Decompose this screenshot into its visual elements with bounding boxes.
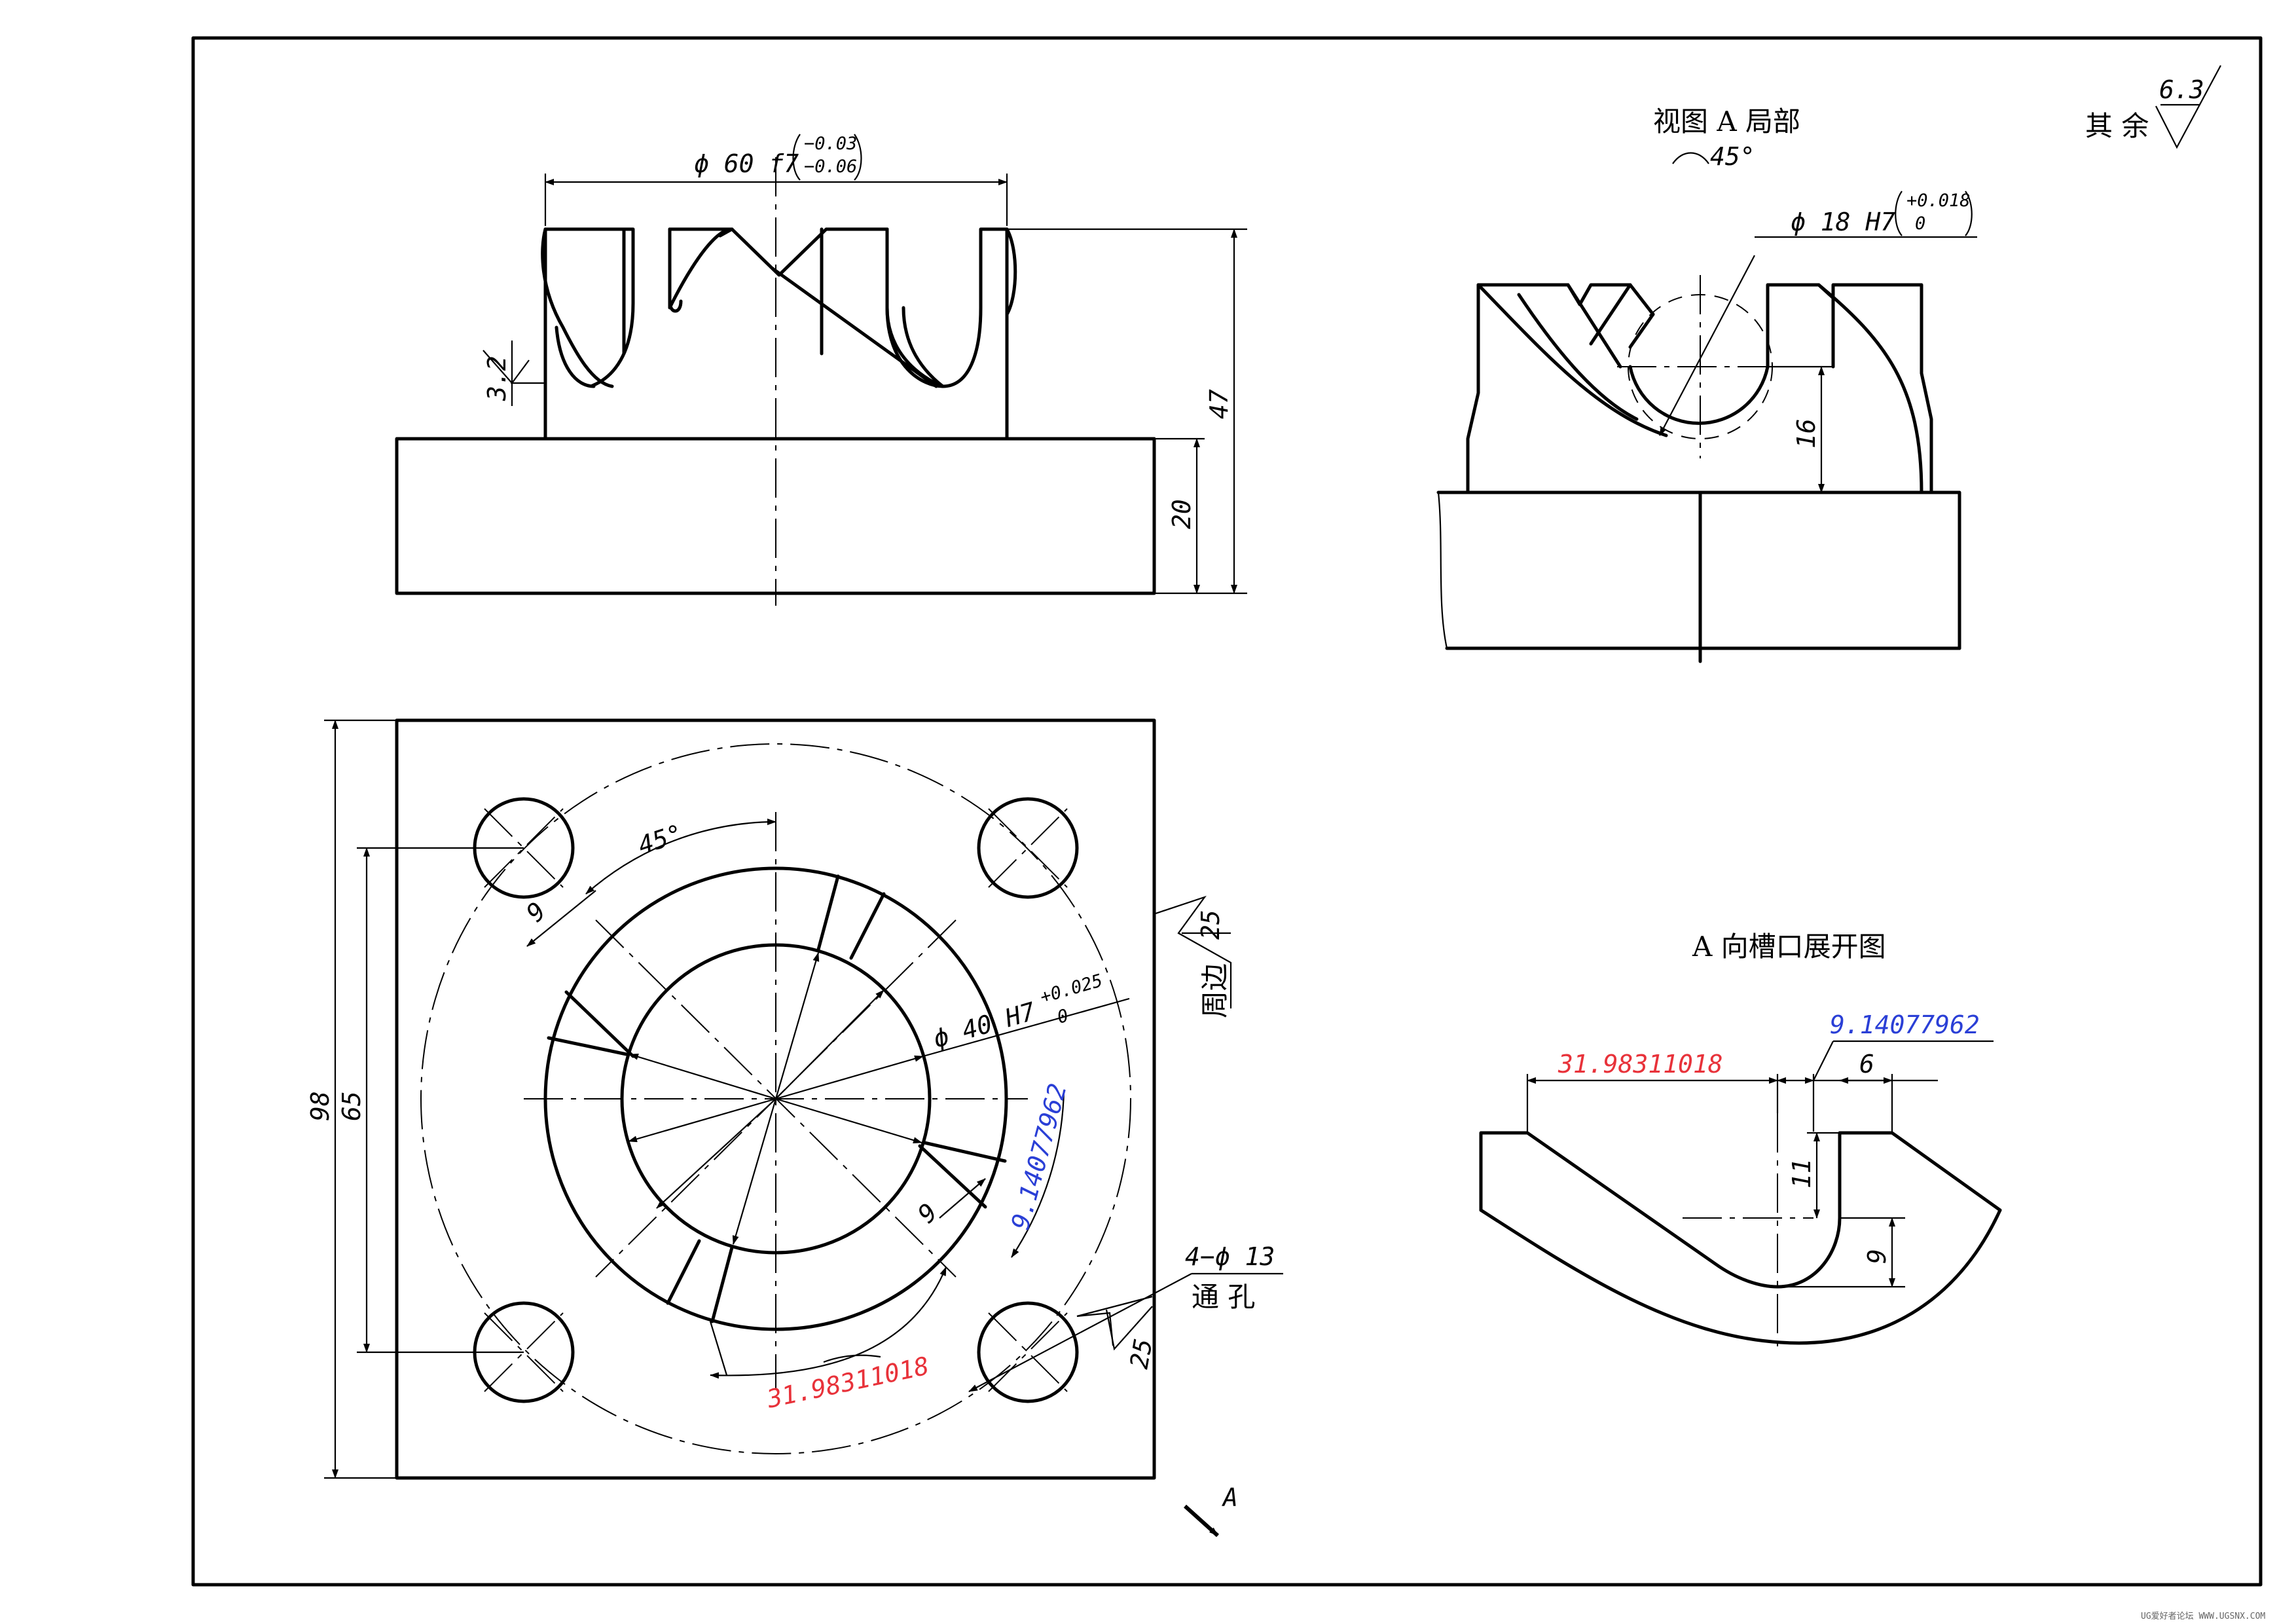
top-arc-blue: 9.14077962 — [1006, 1080, 1072, 1232]
top-angle: 45° — [634, 819, 686, 860]
developed-len-red: 31.98311018 — [1558, 1050, 1723, 1079]
top-bore-tol-lower: 0 — [1055, 1005, 1070, 1027]
partial-view-a: 视图 A 局部 45° ϕ 18 H7 +0.018 0 16 — [1436, 105, 1977, 663]
top-roughness-hole: 25 — [1125, 1337, 1158, 1371]
front-view: ϕ 60 f7 −0.03 −0.06 47 20 3.2 — [395, 134, 1247, 606]
developed-width: 6 — [1859, 1050, 1874, 1079]
developed-radius: 9 — [1863, 1249, 1891, 1264]
top-roughness-side-note: 周边 — [1199, 963, 1231, 1018]
top-holes: 4−ϕ 13 — [1185, 1242, 1275, 1271]
partial-rotation: 45° — [1710, 142, 1755, 171]
drawing-border — [191, 36, 2263, 1587]
top-holes-note: 通 孔 — [1192, 1281, 1255, 1313]
top-slot-width-a: 9 — [520, 896, 551, 927]
top-slot-width-b: 9 — [912, 1198, 943, 1228]
surface-finish-rest: 其 余 6.3 — [2085, 65, 2221, 149]
developed-depth: 11 — [1787, 1158, 1816, 1189]
developed-title: A 向槽口展开图 — [1692, 931, 1886, 963]
front-dia-tol-lower: −0.06 — [804, 157, 857, 177]
developed-len-blue: 9.14077962 — [1830, 1010, 1980, 1039]
front-height-total: 47 — [1205, 389, 1233, 419]
top-bore-tol-upper: +0.025 — [1038, 970, 1104, 1008]
top-bore-dia: ϕ 40 H7 — [930, 997, 1038, 1053]
hole-top-right — [977, 797, 1079, 899]
developed-view: A 向槽口展开图 31.98311018 9.14077962 6 11 9 — [1479, 931, 2002, 1349]
top-arc-red: 31.98311018 — [764, 1351, 932, 1414]
front-roughness: 3.2 — [483, 356, 511, 401]
top-view-arrow: A — [1222, 1483, 1238, 1512]
surface-finish-rest-value: 6.3 — [2159, 75, 2204, 104]
front-dia-tol-upper: −0.03 — [804, 134, 857, 154]
front-dia-main: ϕ 60 f7 — [694, 149, 799, 178]
top-hole-spacing: 65 — [337, 1091, 366, 1121]
partial-depth: 16 — [1792, 418, 1821, 449]
top-width-outer: 98 — [306, 1091, 335, 1121]
top-view: ϕ 40 H7 +0.025 0 45° 9 9 9.14077962 31.9… — [306, 718, 1283, 1538]
hole-bottom-right — [977, 1301, 1079, 1403]
surface-finish-rest-label: 其 余 — [2085, 110, 2149, 142]
front-height-base: 20 — [1167, 499, 1196, 529]
top-roughness-side: 25 — [1196, 910, 1225, 940]
partial-title: 视图 A 局部 — [1653, 105, 1800, 138]
partial-bore-tol-lower: 0 — [1915, 213, 1925, 234]
partial-bore-tol-upper: +0.018 — [1906, 191, 1971, 211]
footer-watermark: UG爱好者论坛 WWW.UGSNX.COM — [2141, 1612, 2265, 1621]
partial-bore-dia: ϕ 18 H7 — [1791, 208, 1895, 236]
